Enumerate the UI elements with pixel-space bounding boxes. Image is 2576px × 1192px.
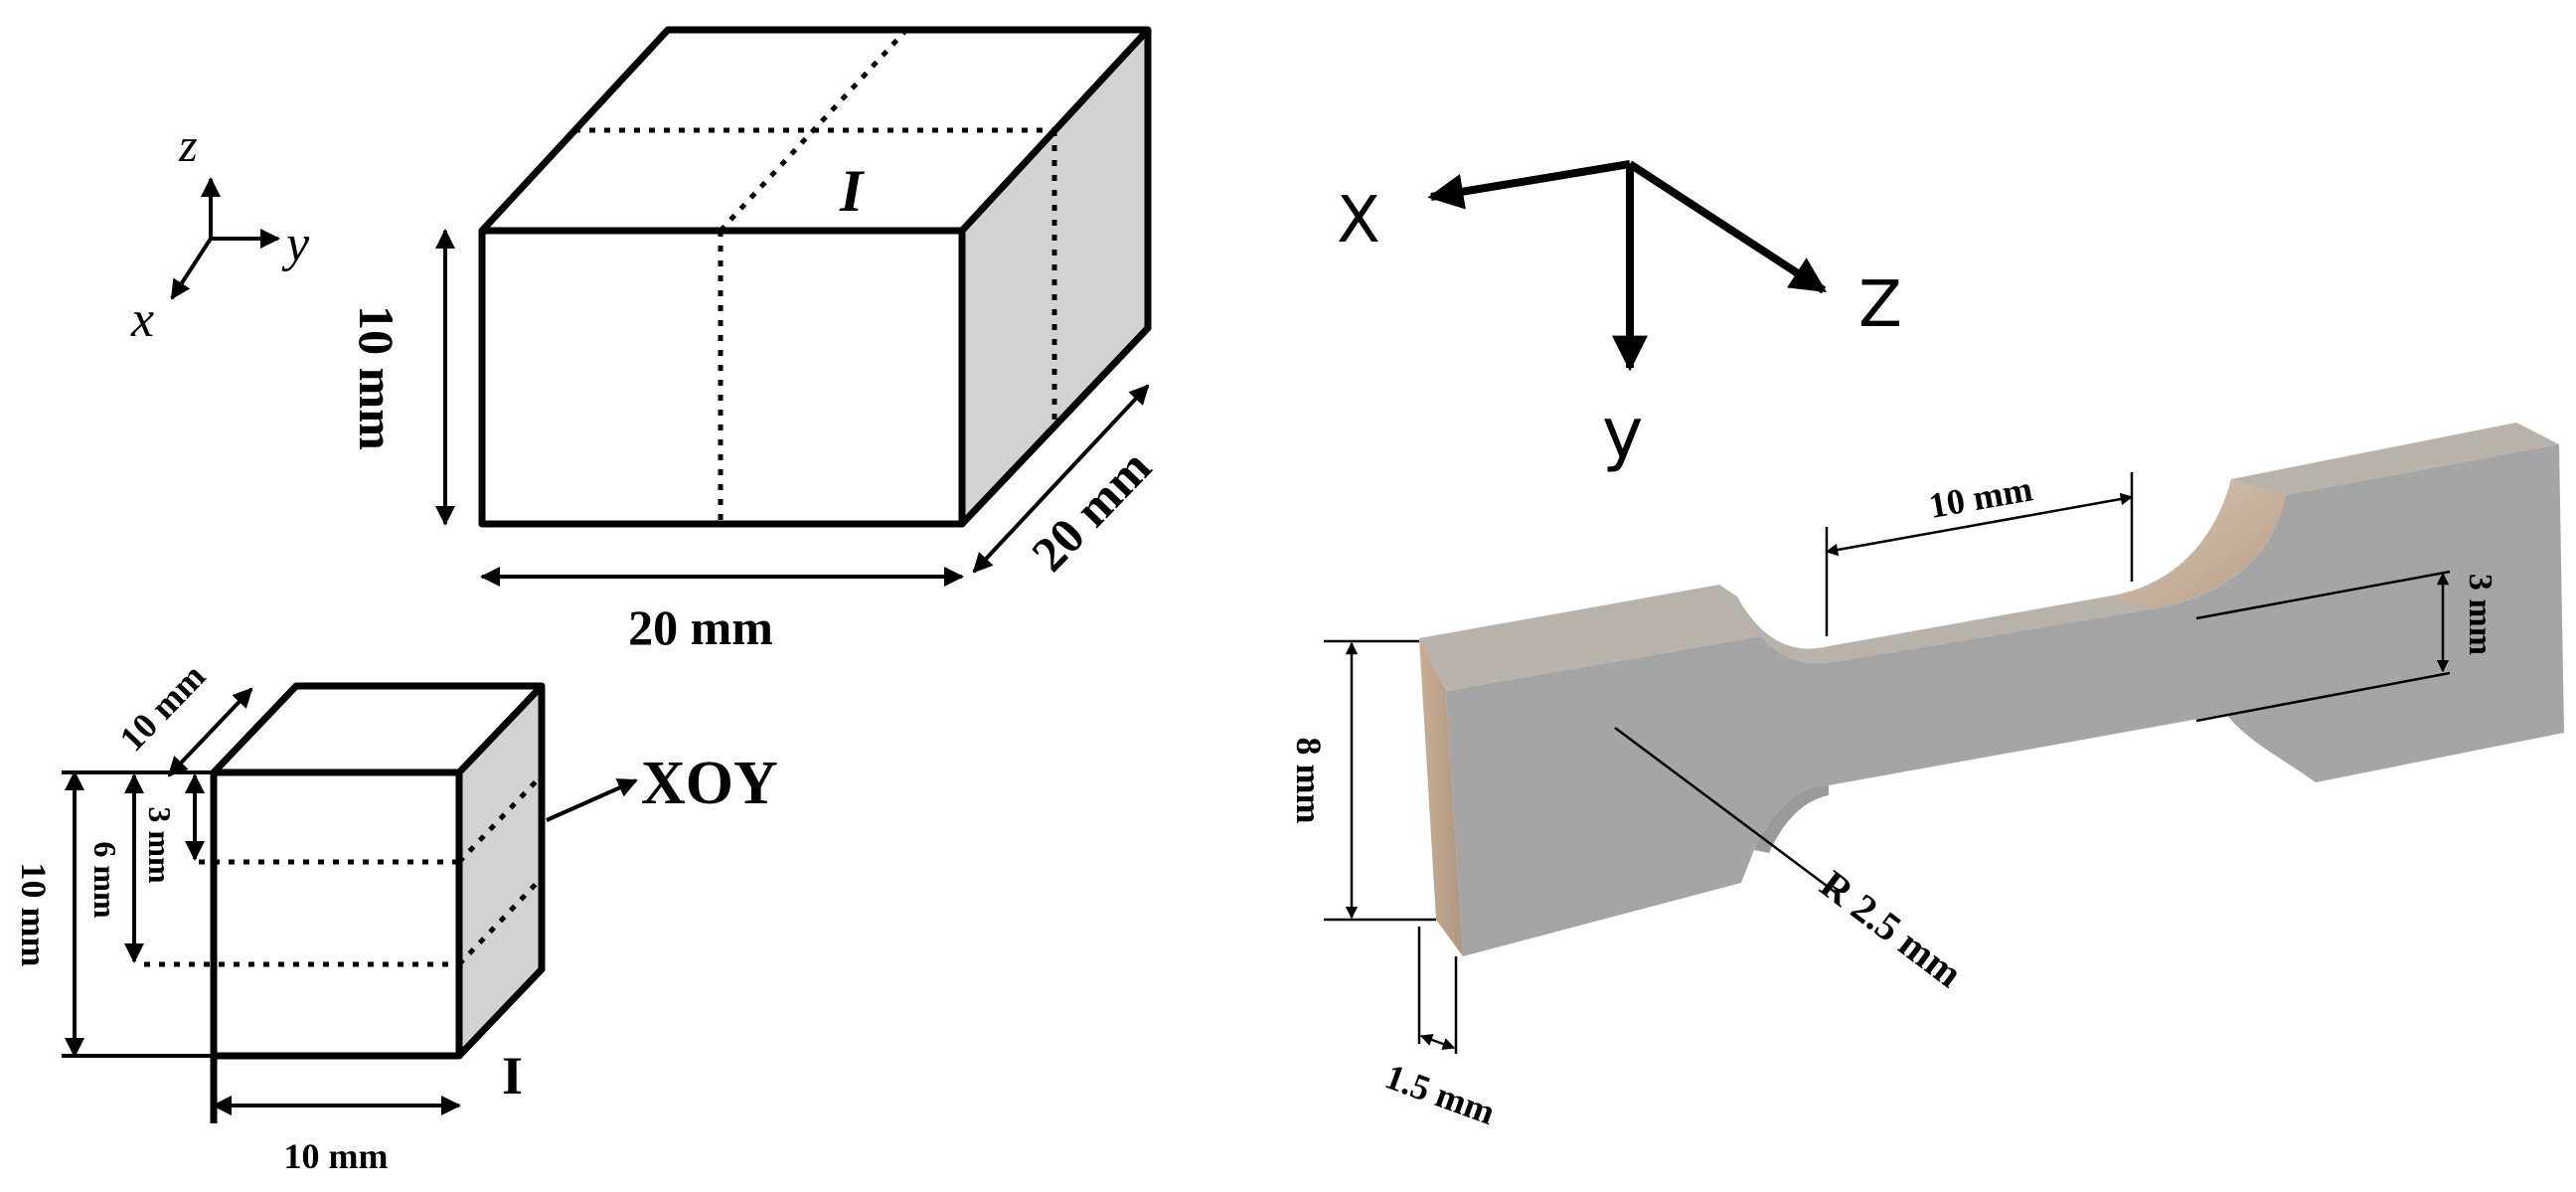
small-block-shaded-side — [459, 686, 542, 1056]
xoy-plane-label: XOY — [641, 750, 778, 817]
right-axes: X y Z — [1337, 160, 1902, 474]
specimen-end-face — [1419, 638, 1463, 956]
depth-dimension-line — [972, 384, 1150, 574]
Z-axis-label: Z — [1858, 268, 1902, 342]
gauge-width-line-top — [2195, 570, 2451, 620]
specimen-top-surface — [1419, 423, 2559, 691]
z-axis-label: z — [178, 119, 198, 172]
Z-axis-arrow — [1627, 160, 1828, 294]
radius-label: R 2.5 mm — [1812, 861, 1970, 996]
x-axis-arrow — [170, 237, 213, 300]
thickness-label: 1.5 mm — [1380, 1056, 1501, 1132]
left-axes: z y x — [130, 119, 310, 348]
specimen-front-face — [1446, 444, 2564, 956]
gauge-width-line-bottom — [2195, 671, 2451, 723]
depth-dimension-label: 20 mm — [1021, 438, 1162, 582]
gauge-width-label: 3 mm — [2462, 574, 2498, 655]
xoy-callout-arrow — [546, 778, 638, 822]
X-axis-label: X — [1337, 184, 1380, 257]
Y-axis-label: y — [1602, 393, 1643, 474]
gauge-length-dimension-line — [1825, 492, 2134, 557]
section-label-I: I — [839, 158, 866, 224]
x-axis-label: x — [130, 291, 154, 348]
height-dimension-label: 10 mm — [349, 305, 404, 450]
small-block-side-edge — [456, 686, 546, 1059]
small-block-top-face — [211, 682, 546, 775]
small-width-dimension-label: 10 mm — [284, 1136, 389, 1176]
width-dimension-label: 20 mm — [628, 599, 773, 655]
small-block: 10 mm 10 mm 3 mm 6 mm 10 mm XOY I — [14, 656, 778, 1176]
layer-1-side-line — [457, 773, 544, 864]
layer-2-dimension-label: 6 mm — [87, 841, 123, 919]
large-block: I 10 mm 20 mm 20 mm — [349, 26, 1162, 655]
y-axis-label: y — [281, 216, 310, 272]
radius-leader-line — [1614, 726, 1840, 897]
small-block-front-face — [210, 768, 463, 1060]
tensile-specimen — [1419, 423, 2564, 956]
specimen-lower-fillet — [1754, 785, 1829, 853]
large-block-front-face — [478, 227, 966, 528]
X-axis-arrow — [1427, 160, 1631, 210]
small-depth-dimension-line — [167, 687, 253, 777]
small-height-dimension-label: 10 mm — [14, 863, 54, 967]
layer-2-side-line — [457, 876, 544, 966]
specimen-fillet-surface — [2107, 479, 2286, 608]
grip-width-label: 8 mm — [1289, 738, 1329, 824]
layer-1-dimension-label: 3 mm — [142, 806, 178, 884]
thickness-dimension-line — [1419, 1033, 1456, 1051]
small-section-label-I: I — [502, 1046, 523, 1106]
